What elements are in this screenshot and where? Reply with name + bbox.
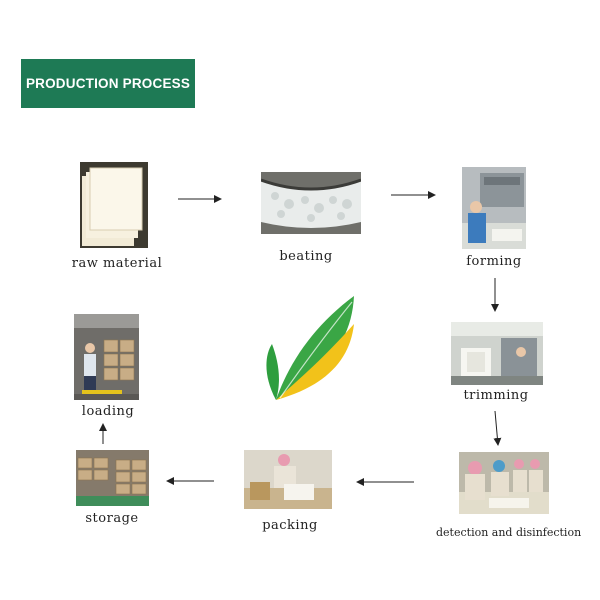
forming-photo [462,167,526,249]
loading-photo [74,314,139,400]
raw-material-photo [80,162,148,248]
step-label-packing: packing [262,518,318,533]
step-label-beating: beating [279,249,333,264]
step-label-loading: loading [81,404,135,419]
trimming-photo [451,322,543,385]
step-label-raw-material: raw material [71,256,163,271]
beating-photo [261,172,361,234]
packing-photo [244,450,332,509]
step-label-storage: storage [85,511,139,526]
step-label-trimming: trimming [463,388,529,403]
step-label-forming: forming [466,254,522,269]
detection-disinfection-photo [459,452,549,514]
leaf-logo-icon [260,294,358,402]
step-label-detection-and-disinfection: detection and disinfection [436,526,582,539]
storage-photo [76,450,149,506]
arrow-trimming-to-detection [493,410,502,446]
section-title-banner: PRODUCTION PROCESS [21,59,195,108]
